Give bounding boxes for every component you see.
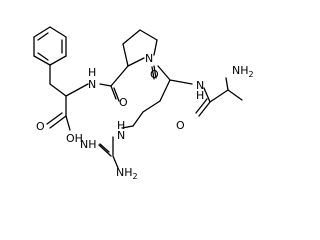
amide-n-label-right: N: [196, 79, 204, 92]
guanidine-h-label: H: [117, 119, 125, 132]
amine-nh2-label: NH2: [232, 64, 254, 79]
carbonyl-o-label-mid: O: [150, 68, 159, 81]
amide-n-label-left: N: [88, 78, 96, 91]
carbonyl-o-label-left: O: [119, 96, 128, 109]
alanine-backbone: [195, 77, 243, 117]
amide-h-label-left: H: [88, 66, 96, 79]
structure-diagram: NH2 N H O O N N H O O OH H N NH NH2: [33, 26, 254, 181]
imine-nh-label: NH: [80, 138, 97, 151]
molecule-drawing: NH2 N H O O N N H O O OH H N NH NH2: [33, 26, 254, 181]
carbonyl-o-label-right: O: [176, 119, 185, 132]
proline-amide-bonds: [99, 65, 129, 102]
pyrrolidine-ring: [122, 29, 158, 67]
guanidine-n-label: N: [117, 129, 125, 142]
acid-o-label: O: [36, 120, 45, 133]
phenylalanine-backbone: [46, 64, 89, 131]
guanidine-nh2-label: NH2: [116, 166, 138, 181]
phenyl-ring: [33, 26, 67, 66]
proline-n-label: N: [145, 52, 153, 65]
amide-h-label-right: H: [196, 89, 204, 102]
arginine-backbone: [98, 65, 193, 169]
acid-oh-label: OH: [66, 132, 83, 145]
